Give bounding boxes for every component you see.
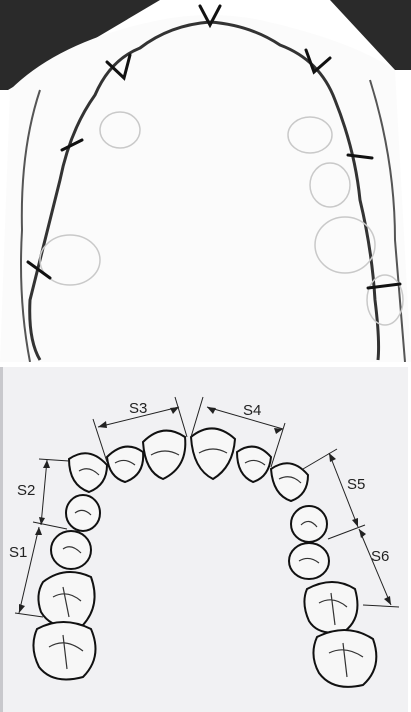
tooth-second-premolar-left [51, 531, 91, 569]
arch-segment-diagram: S3 S4 S2 S1 S5 S6 [0, 367, 408, 712]
maxillary-cast-photo [0, 0, 411, 362]
s5-boundary-bottom [328, 525, 365, 539]
tooth-canine-left [69, 453, 107, 492]
tooth-canine-right [271, 463, 308, 501]
s3-boundary-right [175, 397, 187, 437]
label-s1: S1 [9, 544, 27, 561]
tooth-first-premolar-left [66, 495, 100, 531]
tooth-first-premolar-right [291, 506, 327, 542]
tooth-first-molar-left [38, 572, 94, 627]
s1-dimension [19, 527, 39, 613]
label-s6: S6 [371, 548, 389, 565]
tooth-lateral-incisor-right [237, 447, 271, 482]
segment-diagram-drawing: S3 S4 S2 S1 S5 S6 [3, 367, 408, 712]
s1-boundary-bottom [15, 613, 43, 617]
s2-boundary-bottom [33, 522, 67, 529]
s2-dimension [41, 460, 47, 525]
label-s2: S2 [17, 482, 35, 499]
label-s3: S3 [129, 400, 147, 417]
s6-boundary-bottom [363, 605, 399, 607]
tooth-central-incisor-right [191, 428, 235, 479]
tooth-lateral-incisor-left [107, 447, 143, 482]
s6-dimension [359, 529, 391, 605]
label-s5: S5 [347, 476, 365, 493]
s2-boundary-top [39, 459, 69, 461]
cast-photo-drawing [0, 0, 411, 362]
tooth-second-premolar-right [289, 543, 329, 579]
label-s4: S4 [243, 402, 261, 419]
tooth-first-molar-right [304, 582, 357, 633]
